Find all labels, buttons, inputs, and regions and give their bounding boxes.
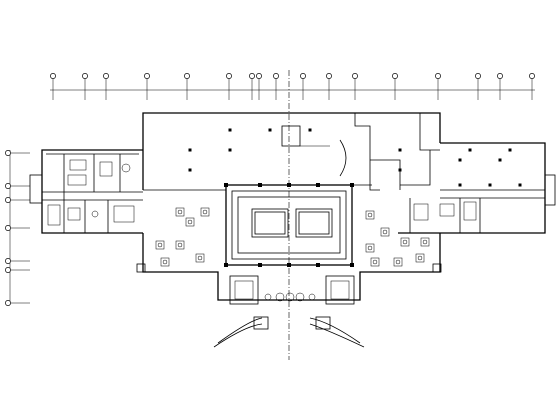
grid-bubble bbox=[435, 73, 441, 79]
column bbox=[258, 263, 262, 267]
column bbox=[350, 263, 354, 267]
seating-table bbox=[195, 253, 205, 263]
seating-table bbox=[155, 240, 165, 250]
grid-bubble bbox=[82, 73, 88, 79]
grid-bubble bbox=[103, 73, 109, 79]
entrance-drive bbox=[213, 316, 365, 348]
seating-table bbox=[365, 243, 375, 253]
column bbox=[224, 263, 228, 267]
seating-chair bbox=[372, 259, 378, 265]
seating-chair bbox=[395, 259, 401, 265]
column bbox=[488, 183, 492, 187]
column bbox=[508, 148, 512, 152]
seating-chair bbox=[202, 209, 208, 215]
grid-bubble bbox=[5, 225, 11, 231]
column bbox=[316, 183, 320, 187]
seating-table bbox=[185, 217, 195, 227]
seating-table bbox=[160, 257, 170, 267]
grid-bubble bbox=[144, 73, 150, 79]
column bbox=[224, 183, 228, 187]
seating-chair bbox=[187, 219, 193, 225]
seating-chair bbox=[422, 239, 428, 245]
seating-table bbox=[380, 227, 390, 237]
seating-table bbox=[393, 257, 403, 267]
grid-bubble bbox=[5, 267, 11, 273]
column bbox=[468, 148, 472, 152]
column bbox=[188, 148, 192, 152]
building-outline bbox=[29, 112, 556, 301]
grid-bubble bbox=[497, 73, 503, 79]
seating-chair bbox=[382, 229, 388, 235]
column bbox=[308, 128, 312, 132]
grid-bubble bbox=[273, 73, 279, 79]
seating-chair bbox=[367, 245, 373, 251]
grid-bubble bbox=[184, 73, 190, 79]
grid-bubble bbox=[326, 73, 332, 79]
upper-hall bbox=[143, 113, 502, 191]
column bbox=[398, 148, 402, 152]
column bbox=[518, 183, 522, 187]
grid-bubble bbox=[475, 73, 481, 79]
grid-bubble bbox=[352, 73, 358, 79]
seating-table bbox=[365, 210, 375, 220]
grid-bubble bbox=[50, 73, 56, 79]
grid-bubble bbox=[5, 300, 11, 306]
column bbox=[458, 183, 462, 187]
grid-bubble bbox=[226, 73, 232, 79]
left-grid-axis bbox=[5, 150, 30, 306]
column bbox=[287, 183, 291, 187]
column bbox=[458, 158, 462, 162]
column bbox=[316, 263, 320, 267]
column bbox=[287, 263, 291, 267]
column bbox=[498, 158, 502, 162]
seating-table bbox=[200, 207, 210, 217]
seating-table bbox=[175, 240, 185, 250]
grid-bubble bbox=[300, 73, 306, 79]
seating-chair bbox=[177, 242, 183, 248]
seating-chair bbox=[162, 259, 168, 265]
column bbox=[188, 168, 192, 172]
seating-table bbox=[420, 237, 430, 247]
column bbox=[228, 128, 232, 132]
right-wing-rooms bbox=[409, 148, 545, 233]
seating-areas bbox=[155, 207, 430, 267]
seating-chair bbox=[417, 255, 423, 261]
seating-table bbox=[415, 253, 425, 263]
seating-chair bbox=[197, 255, 203, 261]
column bbox=[228, 148, 232, 152]
seating-chair bbox=[177, 209, 183, 215]
seating-table bbox=[400, 237, 410, 247]
grid-bubble bbox=[392, 73, 398, 79]
seating-chair bbox=[367, 212, 373, 218]
grid-bubble bbox=[5, 258, 11, 264]
grid-bubble bbox=[249, 73, 255, 79]
column bbox=[268, 128, 272, 132]
grid-bubble bbox=[5, 197, 11, 203]
column bbox=[258, 183, 262, 187]
seating-table bbox=[370, 257, 380, 267]
grid-bubble bbox=[529, 73, 535, 79]
grid-bubble bbox=[5, 150, 11, 156]
grid-bubble bbox=[5, 183, 11, 189]
seating-table bbox=[175, 207, 185, 217]
seating-chair bbox=[402, 239, 408, 245]
column bbox=[398, 168, 402, 172]
seating-chair bbox=[157, 242, 163, 248]
entrance bbox=[229, 275, 355, 305]
left-wing-rooms bbox=[42, 154, 143, 233]
top-grid-axis bbox=[50, 73, 535, 100]
grid-bubble bbox=[256, 73, 262, 79]
